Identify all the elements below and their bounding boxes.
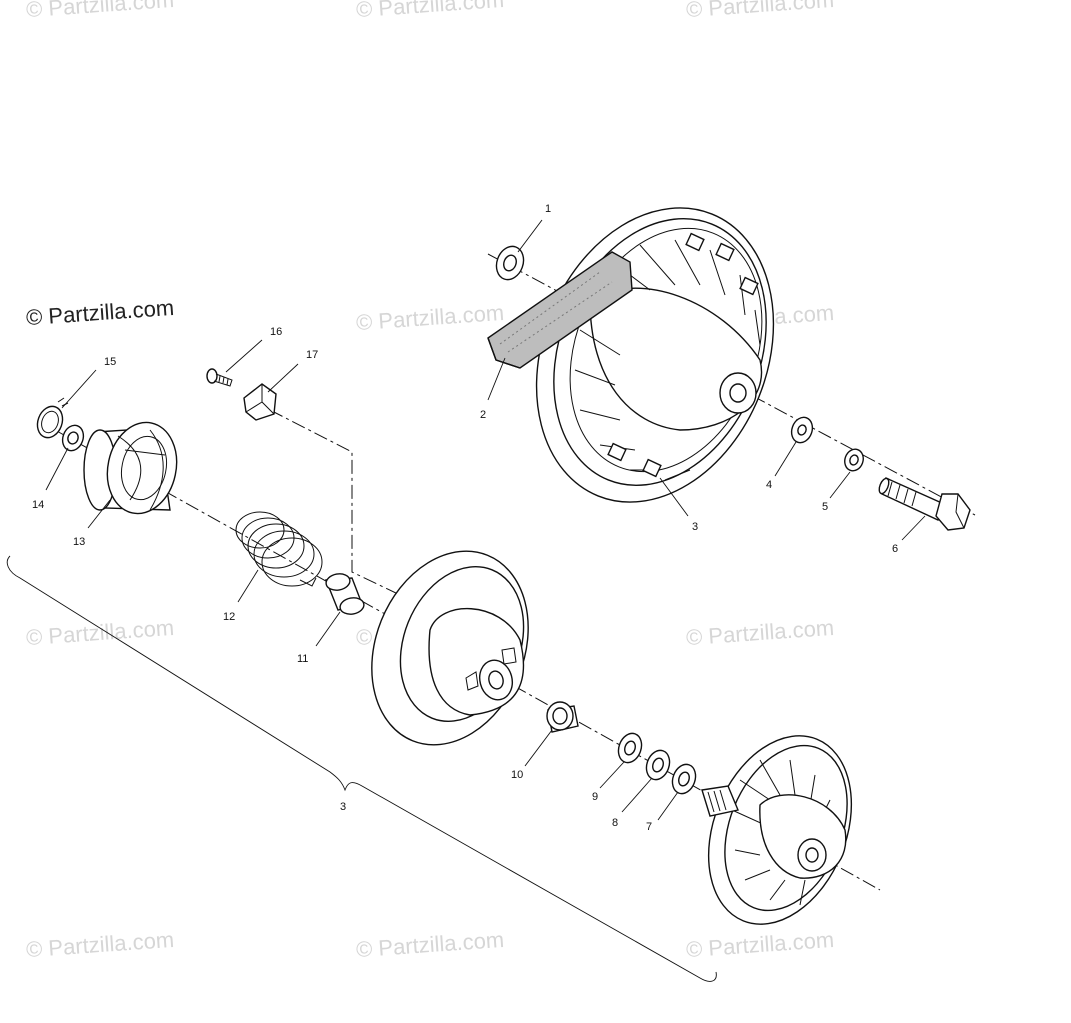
callout-2: 2 — [480, 409, 486, 421]
callout-14: 14 — [32, 499, 44, 511]
leader-lines — [45, 219, 926, 821]
bolt-6[interactable] — [877, 477, 971, 531]
helix-cam-13[interactable] — [83, 416, 185, 520]
washer-4[interactable] — [788, 414, 816, 445]
bushing-11[interactable] — [324, 572, 365, 616]
lock-washer-5[interactable] — [842, 447, 866, 474]
callout-9: 9 — [592, 791, 598, 803]
callout-15: 15 — [104, 356, 116, 368]
snap-ring-15[interactable] — [33, 397, 69, 441]
spring-12[interactable] — [235, 511, 323, 587]
assembly-bracket — [6, 555, 717, 982]
callout-11: 11 — [297, 653, 308, 665]
axis-weight — [269, 409, 399, 595]
sheave-moveable-3[interactable] — [344, 528, 556, 769]
callout-6: 6 — [892, 543, 898, 555]
washer-14[interactable] — [59, 422, 87, 453]
washer-7[interactable] — [669, 761, 700, 797]
washer-1[interactable] — [492, 243, 528, 284]
sheave-stationary[interactable] — [682, 714, 878, 945]
callout-3-assembly: 3 — [340, 801, 346, 813]
cam-button-17[interactable] — [243, 383, 277, 421]
callout-13: 13 — [73, 536, 85, 548]
callout-4: 4 — [766, 479, 772, 491]
washer-8[interactable] — [643, 747, 674, 783]
callout-17: 17 — [306, 349, 318, 361]
callout-7: 7 — [646, 821, 652, 833]
callout-16: 16 — [270, 326, 282, 338]
callout-12: 12 — [223, 611, 235, 623]
drive-belt-2[interactable] — [487, 251, 633, 369]
callout-5: 5 — [822, 501, 828, 513]
callout-1: 1 — [545, 203, 551, 215]
bushing-10[interactable] — [546, 701, 579, 733]
screw-16[interactable] — [206, 368, 233, 387]
callout-3-upper: 3 — [692, 521, 698, 533]
callout-8: 8 — [612, 817, 618, 829]
washer-9[interactable] — [615, 730, 646, 766]
callout-10: 10 — [511, 769, 523, 781]
